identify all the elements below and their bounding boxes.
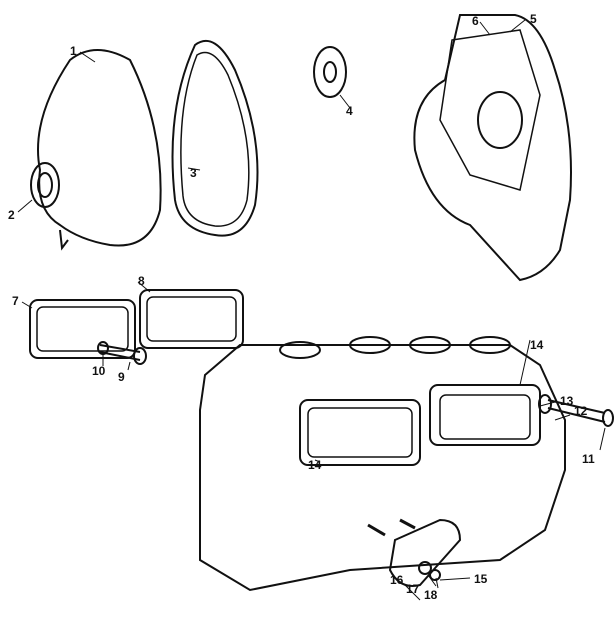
oil-seal xyxy=(313,46,347,98)
label-6: 6 xyxy=(472,14,479,28)
label-17: 17 xyxy=(406,582,420,596)
label-1: 1 xyxy=(70,44,77,58)
side-cover-front xyxy=(299,399,421,466)
tappet-cover-gasket xyxy=(29,299,136,359)
engine-block xyxy=(199,344,566,592)
label-11: 11 xyxy=(582,452,595,466)
engine-backplate xyxy=(413,14,572,282)
label-15: 15 xyxy=(474,572,488,586)
label-16: 16 xyxy=(390,573,404,587)
label-7: 7 xyxy=(12,294,19,308)
water-plate xyxy=(388,518,462,587)
side-cover xyxy=(37,49,162,247)
label-12: 12 xyxy=(574,404,588,418)
side-bolt xyxy=(547,399,606,423)
tappet-cover xyxy=(139,289,244,349)
label-4: 4 xyxy=(346,104,353,118)
backplate-gasket xyxy=(439,29,541,191)
side-cover-rear xyxy=(429,384,541,446)
label-14-bottom: 14 xyxy=(308,458,322,472)
label-13: 13 xyxy=(560,394,574,408)
label-14-top: 14 xyxy=(530,338,544,352)
label-5: 5 xyxy=(530,12,537,26)
cover-spigot xyxy=(30,162,60,208)
label-2: 2 xyxy=(8,208,15,222)
label-9: 9 xyxy=(118,370,125,384)
cover-gasket xyxy=(171,39,259,237)
label-3: 3 xyxy=(190,166,197,180)
label-8: 8 xyxy=(138,274,145,288)
label-18: 18 xyxy=(424,588,438,602)
label-10: 10 xyxy=(92,364,106,378)
